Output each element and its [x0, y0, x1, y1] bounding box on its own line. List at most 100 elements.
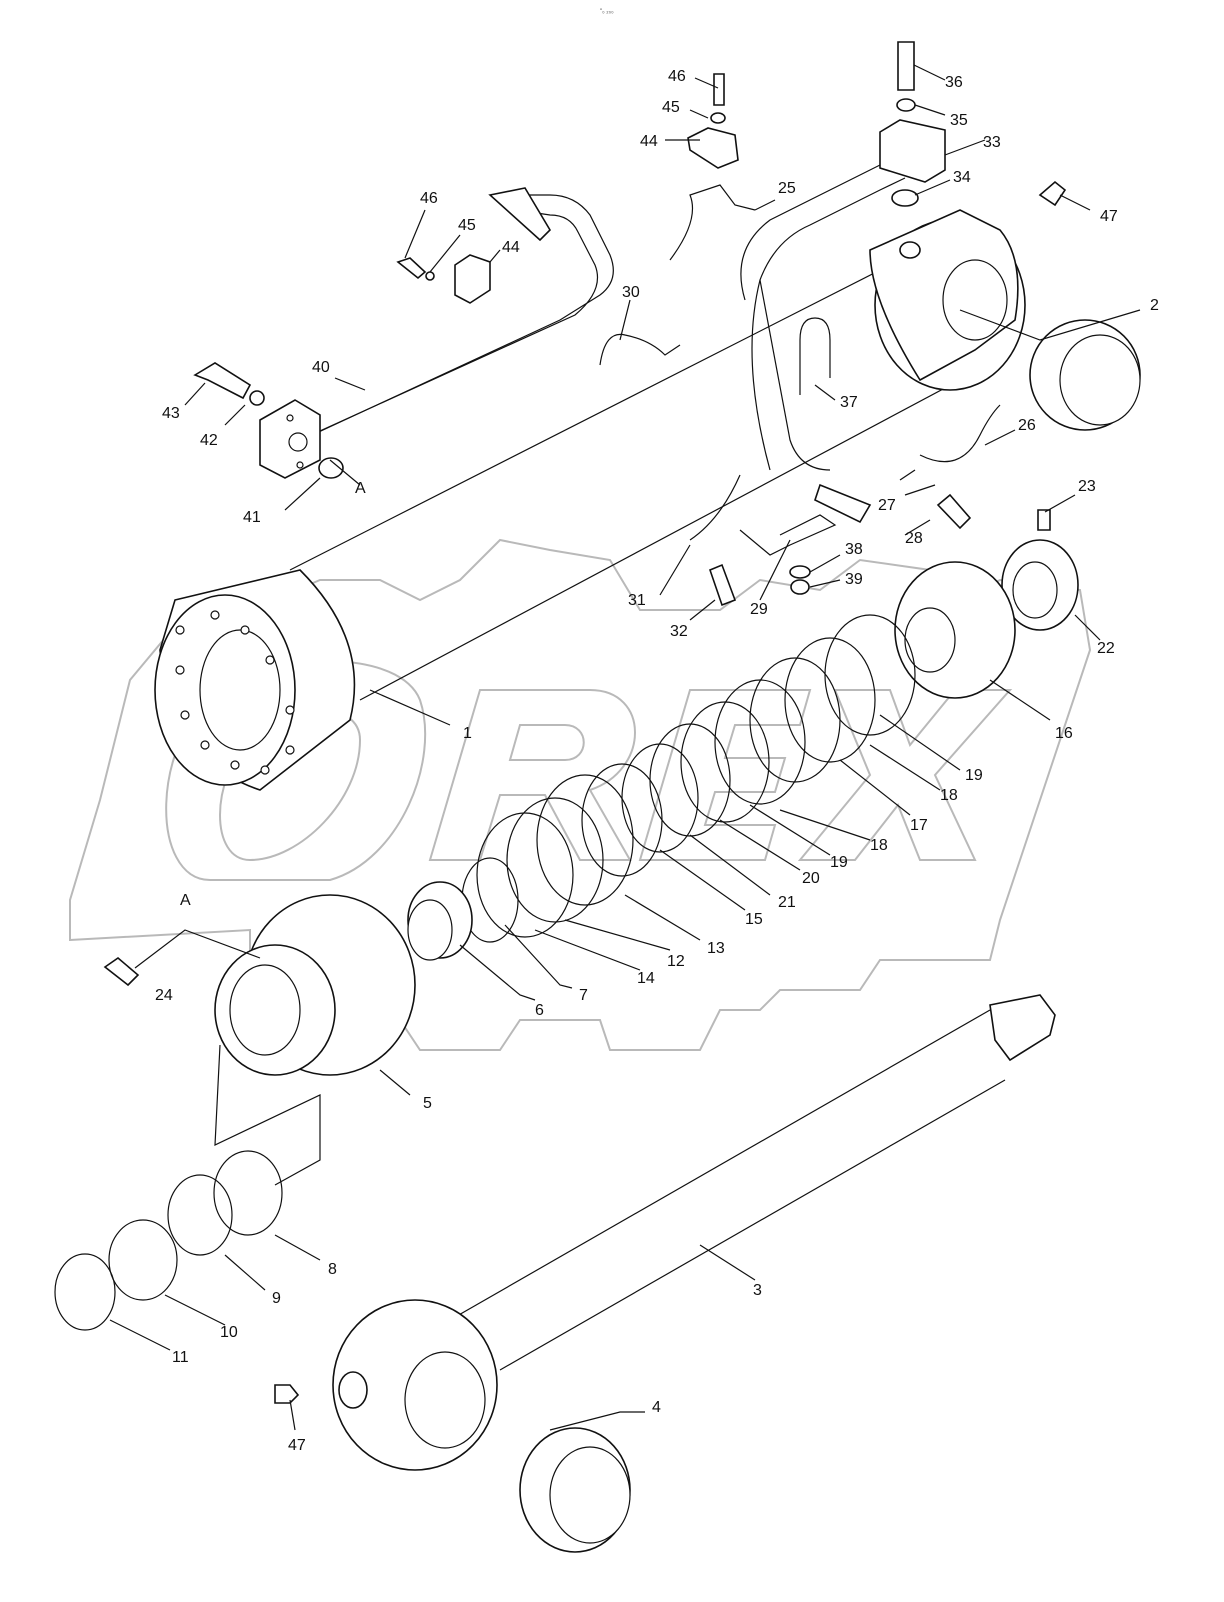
callout-45-left: 45 [458, 217, 476, 234]
callout-17: 17 [910, 817, 928, 834]
grease-boss [338, 1371, 368, 1409]
callout-31: 31 [628, 592, 646, 609]
seal-17 [749, 657, 841, 783]
u-bolt-37 [799, 317, 831, 395]
o-ring-14 [476, 812, 574, 938]
seal-10 [108, 1219, 178, 1301]
watermark-letter-r [428, 689, 636, 861]
callout-3: 3 [753, 1282, 762, 1299]
rod-seals [54, 1150, 283, 1331]
callout-37: 37 [840, 394, 858, 411]
grease-nipple-47-top [1038, 180, 1067, 207]
callout-45-top: 45 [662, 99, 680, 116]
ring-15 [581, 763, 663, 877]
pipe-end-clamp [488, 187, 552, 242]
backup-ring-13 [536, 774, 634, 906]
piston-rod [274, 319, 1141, 1553]
callout-26: 26 [1018, 417, 1036, 434]
mount-block-33 [879, 119, 946, 183]
callout-25: 25 [778, 180, 796, 197]
cylinder-head [103, 894, 416, 1076]
callout-A-top: A [355, 480, 366, 497]
callout-28: 28 [905, 530, 923, 547]
callout-29: 29 [750, 601, 768, 618]
callout-46-left: 46 [420, 190, 438, 207]
washer-35 [896, 98, 916, 112]
callout-4: 4 [652, 1399, 661, 1416]
hydraulic-pipe-assembly [279, 154, 906, 524]
callout-24: 24 [155, 987, 173, 1004]
piston-and-seals [581, 539, 1079, 877]
tube-bore [199, 629, 281, 751]
clamp-strap-25 [669, 184, 756, 261]
seal-8 [213, 1150, 283, 1236]
callout-47-bottom: 47 [288, 1437, 306, 1454]
rod-threaded-end [989, 994, 1056, 1062]
leader-lines [109, 64, 1141, 1431]
callout-16: 16 [1055, 725, 1073, 742]
flange-port [288, 432, 308, 452]
callout-32: 32 [670, 623, 688, 640]
callout-21: 21 [778, 894, 796, 911]
watermark-letter-e [638, 689, 812, 861]
bolt-24 [103, 956, 140, 987]
set-screw-23 [1037, 509, 1051, 531]
bolt-36 [897, 41, 915, 91]
piston-ring-19-bottom [680, 701, 770, 823]
bolt-43 [193, 362, 252, 400]
callout-42: 42 [200, 432, 218, 449]
callout-9: 9 [272, 1290, 281, 1307]
callout-5: 5 [423, 1095, 432, 1112]
callout-19-upper: 19 [965, 767, 983, 784]
callout-34: 34 [953, 169, 971, 186]
callout-A-head: A [180, 892, 191, 909]
callout-41: 41 [243, 509, 261, 526]
callout-22: 22 [1097, 640, 1115, 657]
head-seals [407, 774, 634, 961]
wiper-11 [54, 1253, 116, 1331]
clamp-half-44-left [454, 254, 491, 304]
callout-46-top: 46 [668, 68, 686, 85]
callout-30: 30 [622, 284, 640, 301]
callout-18-upper: 18 [940, 787, 958, 804]
callout-labels: 1 2 3 4 5 6 7 8 9 10 11 12 13 14 15 16 1… [155, 68, 1159, 1454]
callout-7: 7 [579, 987, 588, 1004]
callout-12: 12 [667, 953, 685, 970]
clamp-half-44-top [687, 127, 739, 169]
callout-13: 13 [707, 940, 725, 957]
nut-39 [790, 579, 810, 595]
callout-33: 33 [983, 134, 1001, 151]
pipe-flange-block [193, 362, 344, 479]
clamp-strap-26 [919, 404, 1001, 463]
callout-1: 1 [463, 725, 472, 742]
callout-14: 14 [637, 970, 655, 987]
clamp-strap-30 [599, 333, 681, 366]
port-hole [899, 241, 921, 259]
flange-bolt-holes [175, 610, 295, 775]
callout-23: 23 [1078, 478, 1096, 495]
grease-nipple-47-bottom [274, 1384, 300, 1404]
bolt-28 [936, 493, 972, 530]
bolt-46-left [396, 257, 427, 280]
bolt-32 [709, 563, 737, 607]
washer-38 [789, 565, 811, 579]
clamp-parts [396, 41, 1067, 607]
callout-39: 39 [845, 571, 863, 588]
callout-44-left: 44 [502, 239, 520, 256]
callout-44-top: 44 [640, 133, 658, 150]
callout-38: 38 [845, 541, 863, 558]
callout-36: 36 [945, 74, 963, 91]
wear-ring-18-top [784, 637, 876, 763]
pipe-long [279, 194, 614, 451]
callout-27: 27 [878, 497, 896, 514]
o-ring-41 [318, 457, 344, 479]
callout-19-lower: 19 [830, 854, 848, 871]
washer-45-top [710, 112, 726, 124]
callout-20: 20 [802, 870, 820, 887]
callout-40: 40 [312, 359, 330, 376]
pipe-upper [740, 154, 901, 301]
washer-45-left [425, 271, 435, 281]
cylinder-tube [154, 209, 1026, 791]
callout-15: 15 [745, 911, 763, 928]
